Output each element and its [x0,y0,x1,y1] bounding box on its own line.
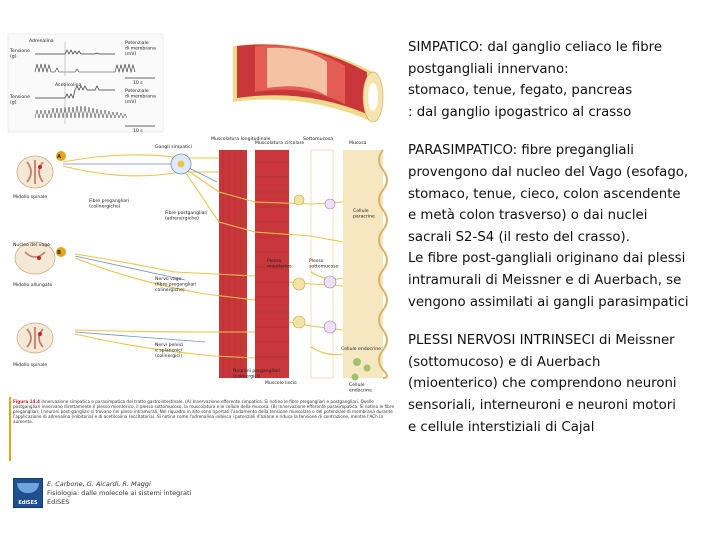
panel-b-label: B [57,250,61,256]
trace-top-time: 10 s [133,80,143,86]
trace-bottom-drug: Acetilcolina [55,82,82,88]
figure-caption: Figura 14.4 Innervazione simpatica e par… [13,399,398,463]
layer-submucosa: Sottomucosa [303,136,333,142]
layer-mucosa: Mucosa [349,140,367,146]
logo-text: EdiSES [14,500,42,506]
trace-top-left-label: Tensione(g) [9,48,30,59]
paragraph-parasimpatico: PARASIMPATICO: fibre pregangliali proven… [408,140,716,313]
book-publisher: EdiSES [47,498,69,506]
label-fibre-pregangliari: Fibre pregangliari(colinergiche) [89,198,129,209]
label-nucleo-vago: Nucleo del vago [13,242,50,248]
label-midollo-allungato: Midollo allungato [13,282,53,288]
text-column: SIMPATICO: dal ganglio celiaco le fibre … [408,37,716,438]
panel-a-label: A [57,154,61,160]
edises-logo-icon: EdiSES [13,478,43,508]
label-neuroni-pregangliari: Neuroni pregangliari(colinergici) [233,368,280,379]
caption-accent-bar [9,397,11,461]
label-cellule-endocrine: Cellule endocrine [341,346,381,352]
book-authors: E. Carbone, G. Aicardi, R. Maggi [47,480,151,488]
caption-text: Innervazione simpatica e parasimpatica d… [13,399,394,424]
book-credit: EdiSES E. Carbone, G. Aicardi, R. Maggi … [13,472,213,522]
label-midollo-spinale-2: Midollo spinale [13,362,47,368]
layer-circular: Muscolatura circolare [255,140,304,146]
trace-bottom-left-label: Tensione(g) [9,94,30,105]
label-fibre-postgangliari: Fibre postgangliari(adrenergiche) [165,210,208,221]
label-midollo-spinale: Midollo spinale [13,194,47,200]
book-title: Fisiologia: dalle molecole ai sistemi in… [47,489,191,497]
label-muscolo-liscio: Muscolo liscio [265,380,297,386]
trace-top-drug: Adrenalina [29,38,54,44]
label-gangli-simpatici: Gangli simpatici [155,144,192,150]
paragraph-simpatico: SIMPATICO: dal ganglio celiaco le fibre … [408,37,716,123]
paragraph-plessi: PLESSI NERVOSI INTRINSECI di Meissner (s… [408,330,716,438]
trace-bottom-time: 10 s [133,128,143,134]
